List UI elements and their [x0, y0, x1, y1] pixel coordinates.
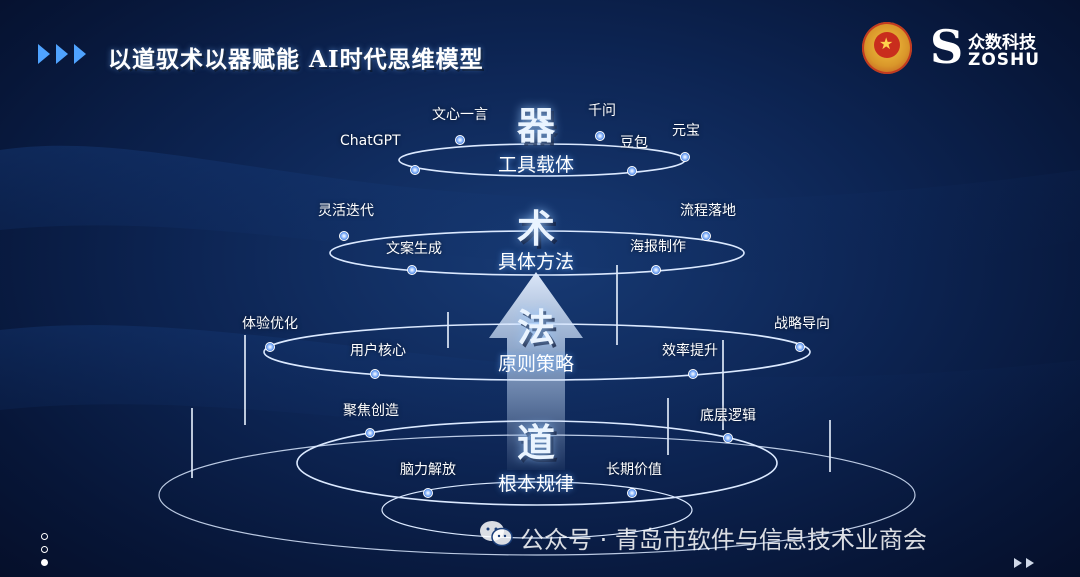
label-doubao: 豆包: [620, 135, 648, 151]
label-diceng: 底层逻辑: [700, 408, 756, 424]
level-subtitle-shu: 具体方法: [497, 251, 575, 273]
label-yuanbao: 元宝: [672, 123, 700, 139]
chevron-right-icon: [38, 44, 50, 64]
level-char-dao: 道: [516, 420, 556, 465]
play-icon[interactable]: [1026, 558, 1034, 568]
label-linghuo: 灵活迭代: [318, 203, 374, 219]
cppcc-emblem-icon: ★: [862, 22, 912, 74]
level-subtitle-fa: 原则策略: [497, 353, 575, 375]
slide-pagination[interactable]: [41, 533, 48, 572]
background-wave: [0, 145, 1080, 273]
label-yonghu: 用户核心: [350, 343, 406, 359]
label-qianwen: 千问: [588, 103, 616, 119]
wechat-icon: [480, 521, 513, 547]
brand-name-en: ZOSHU: [968, 50, 1041, 70]
label-zhanlue: 战略导向: [774, 316, 830, 332]
label-xiaolv: 效率提升: [662, 343, 718, 359]
label-liucheng: 流程落地: [680, 203, 736, 219]
watermark-text: 公众号 · 青岛市软件与信息技术业商会: [520, 526, 927, 554]
chevron-right-icon: [56, 44, 68, 64]
light-beams: [191, 265, 831, 478]
label-tiyan: 体验优化: [242, 316, 298, 332]
ring-nodes: [265, 131, 805, 498]
level-char-shu: 术: [516, 206, 556, 251]
level-char-qi: 器: [516, 103, 556, 148]
label-chatgpt: ChatGPT: [340, 133, 401, 149]
label-jujiao: 聚焦创造: [343, 403, 399, 419]
label-wenan: 文案生成: [386, 241, 442, 257]
chevron-right-icon: [74, 44, 86, 64]
page-dot[interactable]: [41, 533, 48, 540]
label-wenxin: 文心一言: [432, 107, 488, 123]
level-subtitle-qi: 工具载体: [497, 154, 575, 176]
brand-name-cn: 众数科技: [968, 33, 1036, 53]
play-icon[interactable]: [1014, 558, 1022, 568]
label-naoli: 脑力解放: [400, 462, 456, 478]
label-changqi: 长期价值: [606, 462, 662, 478]
label-haibao: 海报制作: [630, 239, 686, 255]
level-char-fa: 法: [516, 305, 556, 350]
page-title: 以道驭术以器赋能 AI时代思维模型: [108, 46, 484, 73]
level-subtitle-dao: 根本规律: [497, 473, 575, 495]
page-dot-active[interactable]: [41, 559, 48, 566]
brand-mark: S: [930, 20, 964, 74]
page-dot[interactable]: [41, 546, 48, 553]
